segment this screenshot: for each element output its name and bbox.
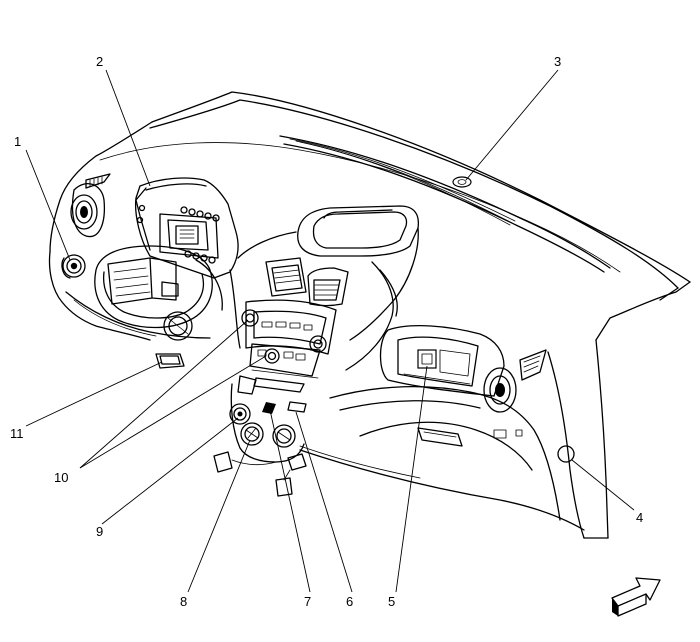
leader-8 [187,439,251,593]
forward-arrow-icon [611,577,661,617]
callout-4: 4 [636,510,643,525]
leader-lines [25,69,635,593]
left-air-vent [70,173,111,238]
ambient-sensor [557,445,575,463]
defroster-grille [279,135,611,273]
callout-3: 3 [554,54,561,69]
headlamp-switch [61,254,86,279]
callout-8: 8 [180,594,187,609]
leader-6 [295,411,353,593]
leader-4 [571,459,635,511]
instrument-cluster [134,177,239,279]
callout-5: 5 [388,594,395,609]
leader-9 [101,417,239,525]
leader-3 [465,69,559,181]
leader-10b [79,355,267,469]
callout-11: 11 [10,426,24,441]
leader-1 [25,149,71,261]
callout-6: 6 [346,594,353,609]
callout-10: 10 [54,470,68,485]
callout-labels: 1 2 3 4 5 6 7 8 9 10 11 [10,54,643,609]
leader-11 [25,361,163,427]
callout-9: 9 [96,524,103,539]
callout-2: 2 [96,54,103,69]
sunload-sensor [452,176,472,188]
passenger-area [379,324,547,413]
steering-column-area [94,245,223,369]
leader-10a [79,319,249,469]
callout-1: 1 [14,134,21,149]
leader-7 [269,409,311,593]
leader-2 [105,69,151,187]
callout-7: 7 [304,594,311,609]
instrument-panel-outline [48,91,691,539]
center-stack [213,205,420,497]
leader-5 [395,365,428,593]
